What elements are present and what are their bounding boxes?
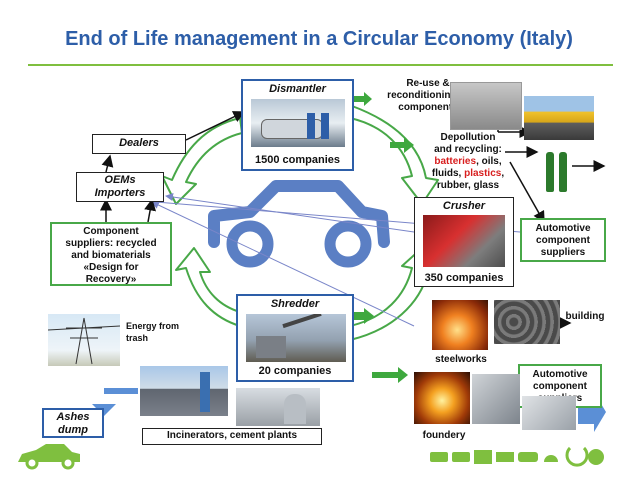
depollution-line1: Depollution	[440, 132, 496, 143]
foundery-label: foundery	[422, 430, 466, 441]
crusher-node: Crusher 350 companies	[414, 197, 514, 287]
shredder-count: 20 companies	[258, 365, 332, 377]
depollution-batteries: batteries	[434, 156, 477, 167]
depollution-oils: , oils,	[476, 156, 502, 167]
dismantler-count: 1500 companies	[255, 154, 340, 166]
depollution-fluids: fluids,	[431, 168, 465, 179]
ashes-line1: Ashes	[56, 411, 90, 423]
auto1-line2: component	[536, 235, 590, 246]
reuse-line1: Re-use &	[406, 78, 450, 89]
energy-label: Energy from trash	[126, 320, 196, 344]
oems-line2: Importers	[94, 187, 146, 199]
footer-icons	[430, 444, 610, 470]
cement-plant-photo	[236, 388, 320, 426]
incinerator-photo	[140, 366, 228, 416]
dealers-node: Dealers	[92, 134, 186, 154]
shredder-title: Shredder	[270, 298, 320, 310]
component-line1: Component	[83, 226, 139, 237]
engine-parts-photo	[472, 374, 520, 424]
crusher-photo	[423, 215, 505, 267]
reuse-label: Re-use & reconditioning of components	[368, 78, 488, 114]
pylon-photo	[48, 314, 120, 366]
depollution-label: Depollution and recycling: batteries, oi…	[420, 132, 516, 192]
title-divider	[28, 64, 613, 66]
reuse-line3: components	[398, 102, 458, 113]
component-line2: suppliers: recycled	[65, 238, 157, 249]
component-line4: «Design for	[83, 262, 139, 273]
shredder-photo	[246, 314, 346, 362]
foundery-photo	[414, 372, 470, 424]
automotive-suppliers-node-1: Automotive component suppliers	[520, 218, 606, 262]
steel-rolls-photo	[494, 300, 560, 344]
green-car-logo	[14, 440, 84, 470]
dismantler-title: Dismantler	[269, 83, 326, 95]
ashes-line2: dump	[58, 424, 88, 436]
depollution-plastics: plastics	[464, 168, 502, 179]
auto1-line3: suppliers	[540, 247, 586, 258]
cast-parts-photo	[522, 396, 576, 430]
depollution-line2: and recycling:	[434, 144, 502, 155]
glass-bottles-photo	[542, 150, 572, 194]
energy-line2: trash	[126, 333, 149, 343]
steelworks-photo	[432, 300, 488, 350]
page-title: End of Life management in a Circular Eco…	[65, 28, 573, 50]
car-icon	[208, 180, 390, 248]
auto2-line2: component	[533, 381, 587, 392]
dismantler-node: Dismantler 1500 companies	[241, 79, 354, 171]
dismantler-photo	[251, 99, 345, 147]
reuse-line2: reconditioning of	[387, 90, 469, 101]
incinerators-node: Incinerators, cement plants	[142, 428, 322, 445]
auto1-line1: Automotive	[535, 223, 591, 234]
ashes-dump-node: Ashes dump	[42, 408, 104, 438]
building-label: building	[565, 311, 605, 322]
component-line3: and biomaterials	[71, 250, 151, 261]
depollution-comma: ,	[501, 168, 505, 179]
crusher-title: Crusher	[442, 200, 486, 212]
component-suppliers-node: Component suppliers: recycled and biomat…	[50, 222, 172, 286]
auto2-line1: Automotive	[532, 369, 588, 380]
component-line5: Recovery»	[85, 274, 137, 285]
oems-node: OEMs Importers	[76, 172, 164, 202]
road-roller-photo	[524, 96, 594, 140]
car-parts-photo	[450, 82, 522, 130]
depollution-line4: rubber, glass	[436, 180, 500, 191]
oems-line1: OEMs	[104, 174, 136, 186]
steelworks-label: steelworks	[435, 354, 487, 365]
shredder-node: Shredder 20 companies	[236, 294, 354, 382]
energy-line1: Energy from	[126, 321, 180, 331]
crusher-count: 350 companies	[424, 272, 504, 284]
